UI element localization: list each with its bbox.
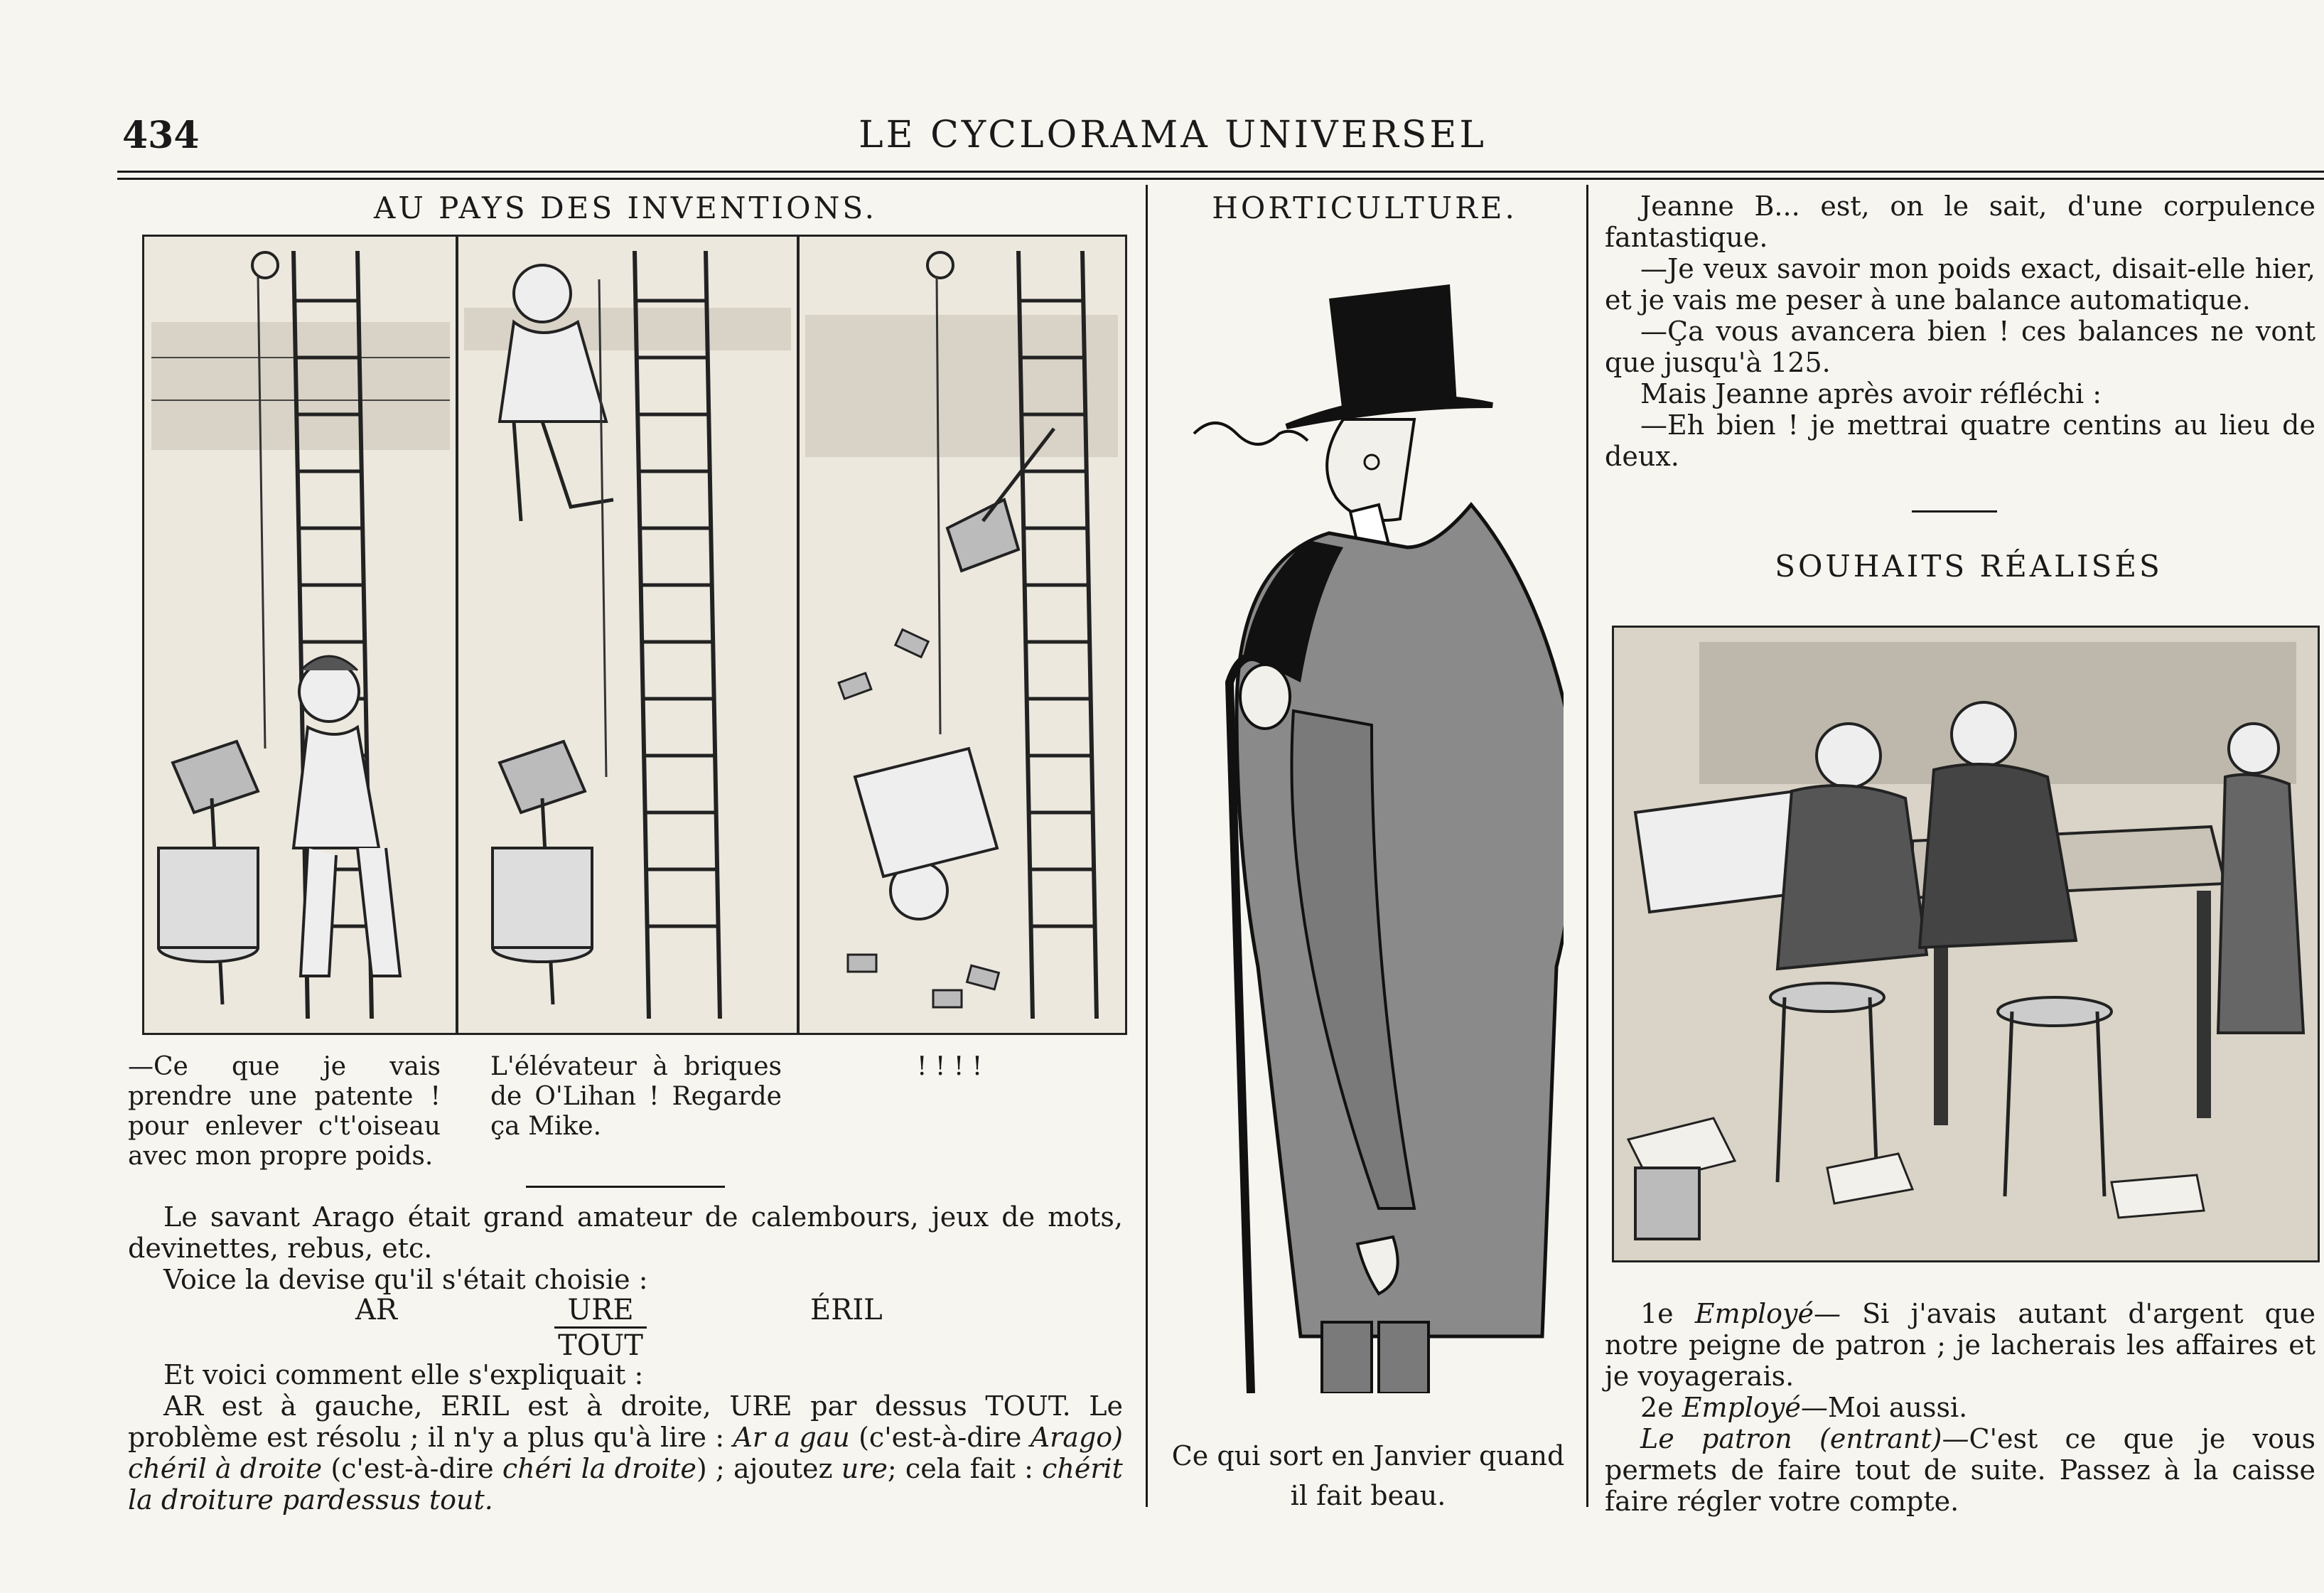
arago-paragraph-4: AR est à gauche, ERIL est à droite, URE …: [128, 1390, 1123, 1516]
employee-2-line: 2e Employé—Moi aussi.: [1605, 1392, 2315, 1423]
comic-panel-1: [151, 250, 450, 1019]
horticulture-caption: Ce qui sort en Janvier quand il fait bea…: [1171, 1440, 1565, 1511]
caption-panel-3: ! ! ! !: [917, 1052, 983, 1081]
rebus-left: AR: [355, 1294, 398, 1326]
arago-text-explanation: AR est à gauche, ERIL est à droite, URE …: [128, 1390, 1123, 1453]
patron-label: Le patron: [1640, 1423, 1792, 1454]
employee-1-line: 1e Employé— Si j'avais autant d'argent q…: [1605, 1298, 2315, 1392]
rebus-top: URE: [554, 1294, 647, 1329]
column-divider-right: [1586, 185, 1588, 1507]
publication-title: LE CYCLORAMA UNIVERSEL: [859, 114, 1487, 156]
horticulture-title: HORTICULTURE.: [1212, 191, 1517, 225]
separator-rule-right: [1912, 510, 1997, 513]
employee-2-label: Employé: [1682, 1392, 1801, 1423]
employee-2-text: —Moi aussi.: [1800, 1392, 1968, 1423]
arago-paragraph-3: Et voici comment elle s'expliquait :: [163, 1359, 644, 1390]
rebus-bottom: TOUT: [558, 1329, 643, 1362]
arago-text-1: (c'est-à-dire: [859, 1422, 1022, 1453]
arago-paragraph-2: Voice la devise qu'il s'était choisie :: [163, 1264, 648, 1295]
arago-italic-2: Arago) chéril à droite: [128, 1422, 1123, 1484]
jeanne-paragraph-1: Jeanne B... est, on le sait, d'une corpu…: [1605, 191, 2315, 253]
comic-panel-3: [805, 250, 1118, 1019]
arago-italic-5: chérit la droiture pardessus tout.: [128, 1453, 1123, 1516]
employee-2-number: 2e: [1640, 1392, 1674, 1423]
arago-paragraph-1: Le savant Arago était grand amateur de c…: [128, 1201, 1123, 1264]
souhaits-title: SOUHAITS RÉALISÉS: [1775, 549, 2163, 584]
arago-italic-1: Ar a gau: [733, 1422, 850, 1453]
arago-italic-3: chéri la droite: [502, 1453, 696, 1484]
inventions-title: AU PAYS DES INVENTIONS.: [374, 191, 877, 225]
arago-text-3: ) ; ajoutez: [696, 1453, 833, 1484]
employee-1-number: 1e: [1640, 1298, 1674, 1329]
employee-1-label: Employé—: [1694, 1298, 1841, 1329]
header-rule-top: [117, 171, 2324, 173]
patron-line: Le patron (entrant)—C'est ce que je vous…: [1605, 1423, 2315, 1517]
arago-italic-4: ure: [841, 1453, 888, 1484]
jeanne-article: Jeanne B... est, on le sait, d'une corpu…: [1605, 191, 2315, 472]
separator-rule: [526, 1186, 725, 1188]
horticulture-illustration: [1166, 270, 1578, 1395]
rebus-right: ÉRIL: [810, 1294, 883, 1326]
arago-text-2: (c'est-à-dire: [330, 1453, 494, 1484]
arago-text-4: ; cela fait :: [887, 1453, 1033, 1484]
column-divider-left: [1146, 185, 1148, 1507]
jeanne-paragraph-4: Mais Jeanne après avoir réfléchi :: [1640, 378, 2102, 409]
page-number: 434: [122, 114, 200, 157]
jeanne-paragraph-5: —Eh bien ! je mettrai quatre centins au …: [1605, 409, 2315, 472]
header-rule-bottom: [117, 178, 2324, 180]
comic-panel-2: [464, 250, 791, 1019]
patron-text: —C'est ce que je vous permets de faire t…: [1605, 1423, 2315, 1517]
jeanne-paragraph-2: —Je veux savoir mon poids exact, disait-…: [1605, 253, 2315, 316]
employee-1-text: Si j'avais autant d'argent que notre pei…: [1605, 1298, 2315, 1392]
souhaits-dialogue: 1e Employé— Si j'avais autant d'argent q…: [1605, 1298, 2315, 1517]
souhaits-illustration: [1612, 626, 2320, 1262]
inventions-comic-strip: [142, 235, 1127, 1035]
patron-stage-direction: (entrant): [1819, 1423, 1942, 1454]
caption-panel-1: —Ce que je vais prendre une patente ! po…: [128, 1052, 441, 1171]
jeanne-paragraph-3: —Ça vous avancera bien ! ces balances ne…: [1605, 316, 2315, 378]
caption-panel-2: L'élévateur à briques de O'Lihan ! Regar…: [490, 1052, 782, 1141]
